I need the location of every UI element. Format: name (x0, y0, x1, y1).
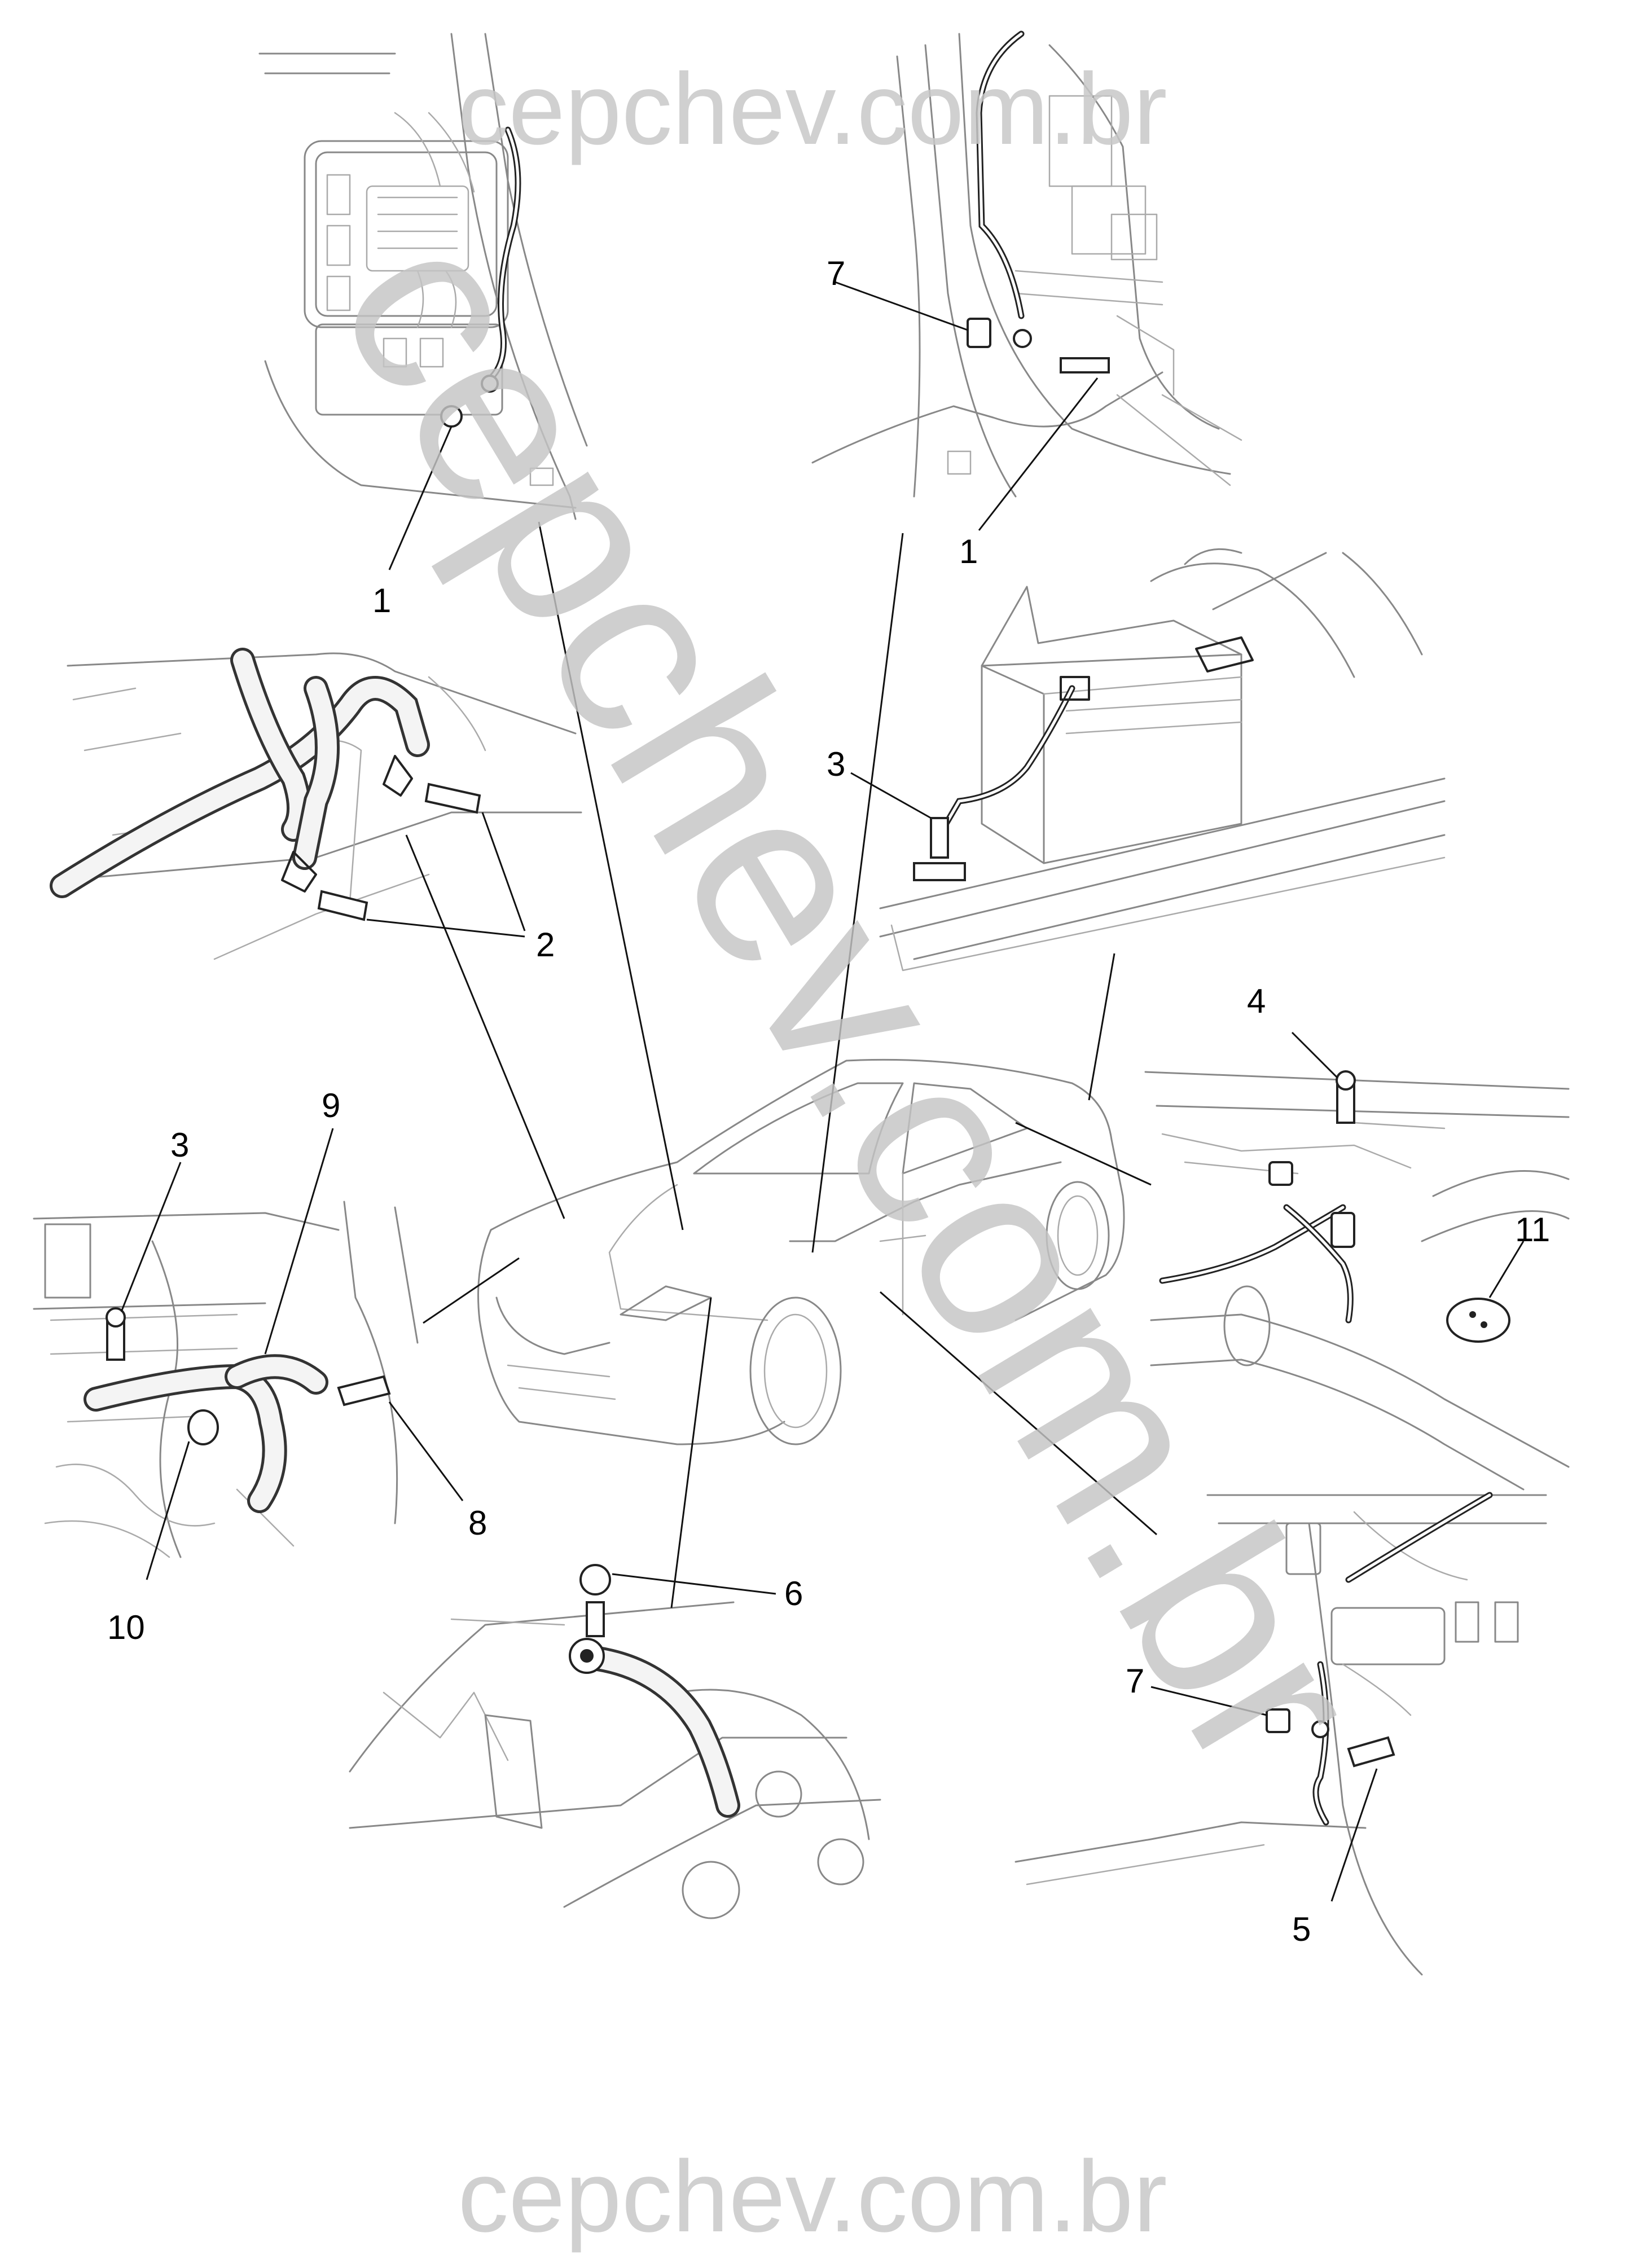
panel-battery-ground (850, 548, 1446, 972)
panel-left-kick-panel-ground (258, 33, 588, 570)
watermarks: cepchev.com.br cepchev.com.br cepchev.co… (286, 52, 1417, 2253)
panel-leader-lines (405, 521, 1157, 1608)
callout-7-bottom: 7 (1126, 1662, 1144, 1700)
panel-engine-harness-straps (50, 648, 582, 960)
panel-right-pillar-ground (811, 30, 1242, 531)
panel-transmission-ground (349, 1564, 881, 1919)
callout-3-battery: 3 (827, 745, 845, 783)
callout-1-left: 1 (372, 582, 391, 619)
watermark-bottom: cepchev.com.br (458, 2140, 1167, 2253)
callout-10: 10 (107, 1608, 145, 1646)
callout-9: 9 (322, 1087, 340, 1124)
panel-engine-bay-ground (33, 1128, 464, 1580)
callout-labels: 1 1 2 3 3 4 5 6 7 7 8 9 10 11 (107, 254, 1550, 1948)
callout-11: 11 (1515, 1211, 1550, 1249)
panel-floor-pan-ground (1144, 1031, 1570, 1491)
callout-2: 2 (536, 926, 555, 964)
callout-7-top: 7 (827, 254, 845, 292)
watermark-top: cepchev.com.br (458, 52, 1167, 166)
callout-1-right: 1 (959, 533, 978, 570)
callout-4: 4 (1247, 982, 1266, 1020)
callout-6: 6 (784, 1575, 803, 1612)
callout-8: 8 (468, 1504, 487, 1542)
callout-3-engine: 3 (170, 1126, 189, 1164)
callout-5: 5 (1292, 1910, 1311, 1948)
panel-rear-pillar-ground (1014, 1492, 1547, 1976)
